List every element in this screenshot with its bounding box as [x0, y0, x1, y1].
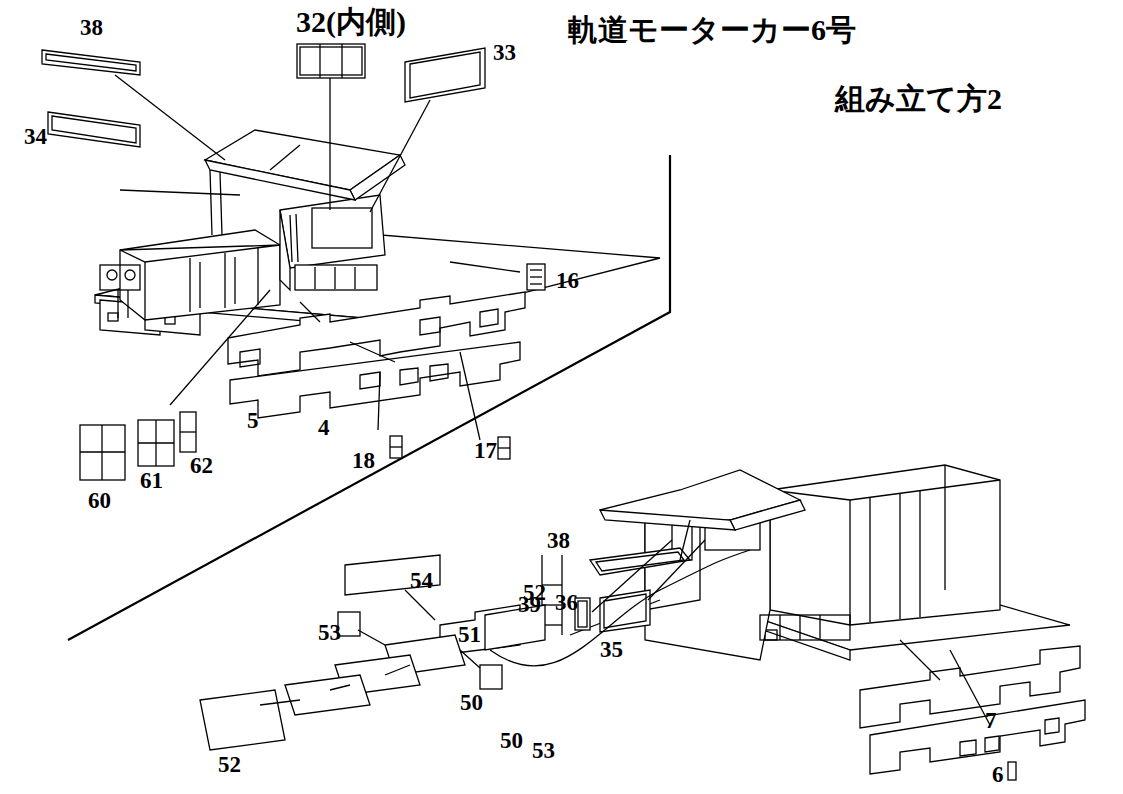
callout-number: 33: [493, 40, 516, 65]
callout-number: 34: [24, 124, 47, 149]
subtitle: 組み立て方2: [835, 82, 1002, 115]
callout-number: 52: [218, 752, 241, 777]
diagram-title: 軌道モーターカー6号: [568, 13, 856, 46]
callout-number: 50: [460, 690, 483, 715]
callout-number: 6: [992, 762, 1004, 787]
callout-number: 4: [318, 415, 330, 440]
subtitle: 32(内側): [296, 5, 406, 38]
callout-number: 60: [88, 488, 111, 513]
callout-number: 53: [318, 620, 341, 645]
callout-number: 16: [556, 268, 579, 293]
callout-number: 50: [500, 728, 523, 753]
callout-number: 53: [532, 738, 555, 763]
callout-number: 51: [458, 622, 481, 647]
callout-number: 62: [190, 453, 213, 478]
callout-number: 5: [247, 408, 259, 433]
callout-number: 17: [474, 438, 497, 463]
callout-number: 38: [547, 528, 570, 553]
callout-number: 52: [523, 580, 546, 605]
callout-number: 61: [140, 468, 163, 493]
callout-number: 38: [80, 15, 103, 40]
callout-number: 18: [352, 448, 375, 473]
callout-number: 36: [555, 590, 578, 615]
callout-number: 54: [410, 568, 433, 593]
callout-number: 35: [600, 637, 623, 662]
callout-number: 7: [985, 708, 997, 733]
